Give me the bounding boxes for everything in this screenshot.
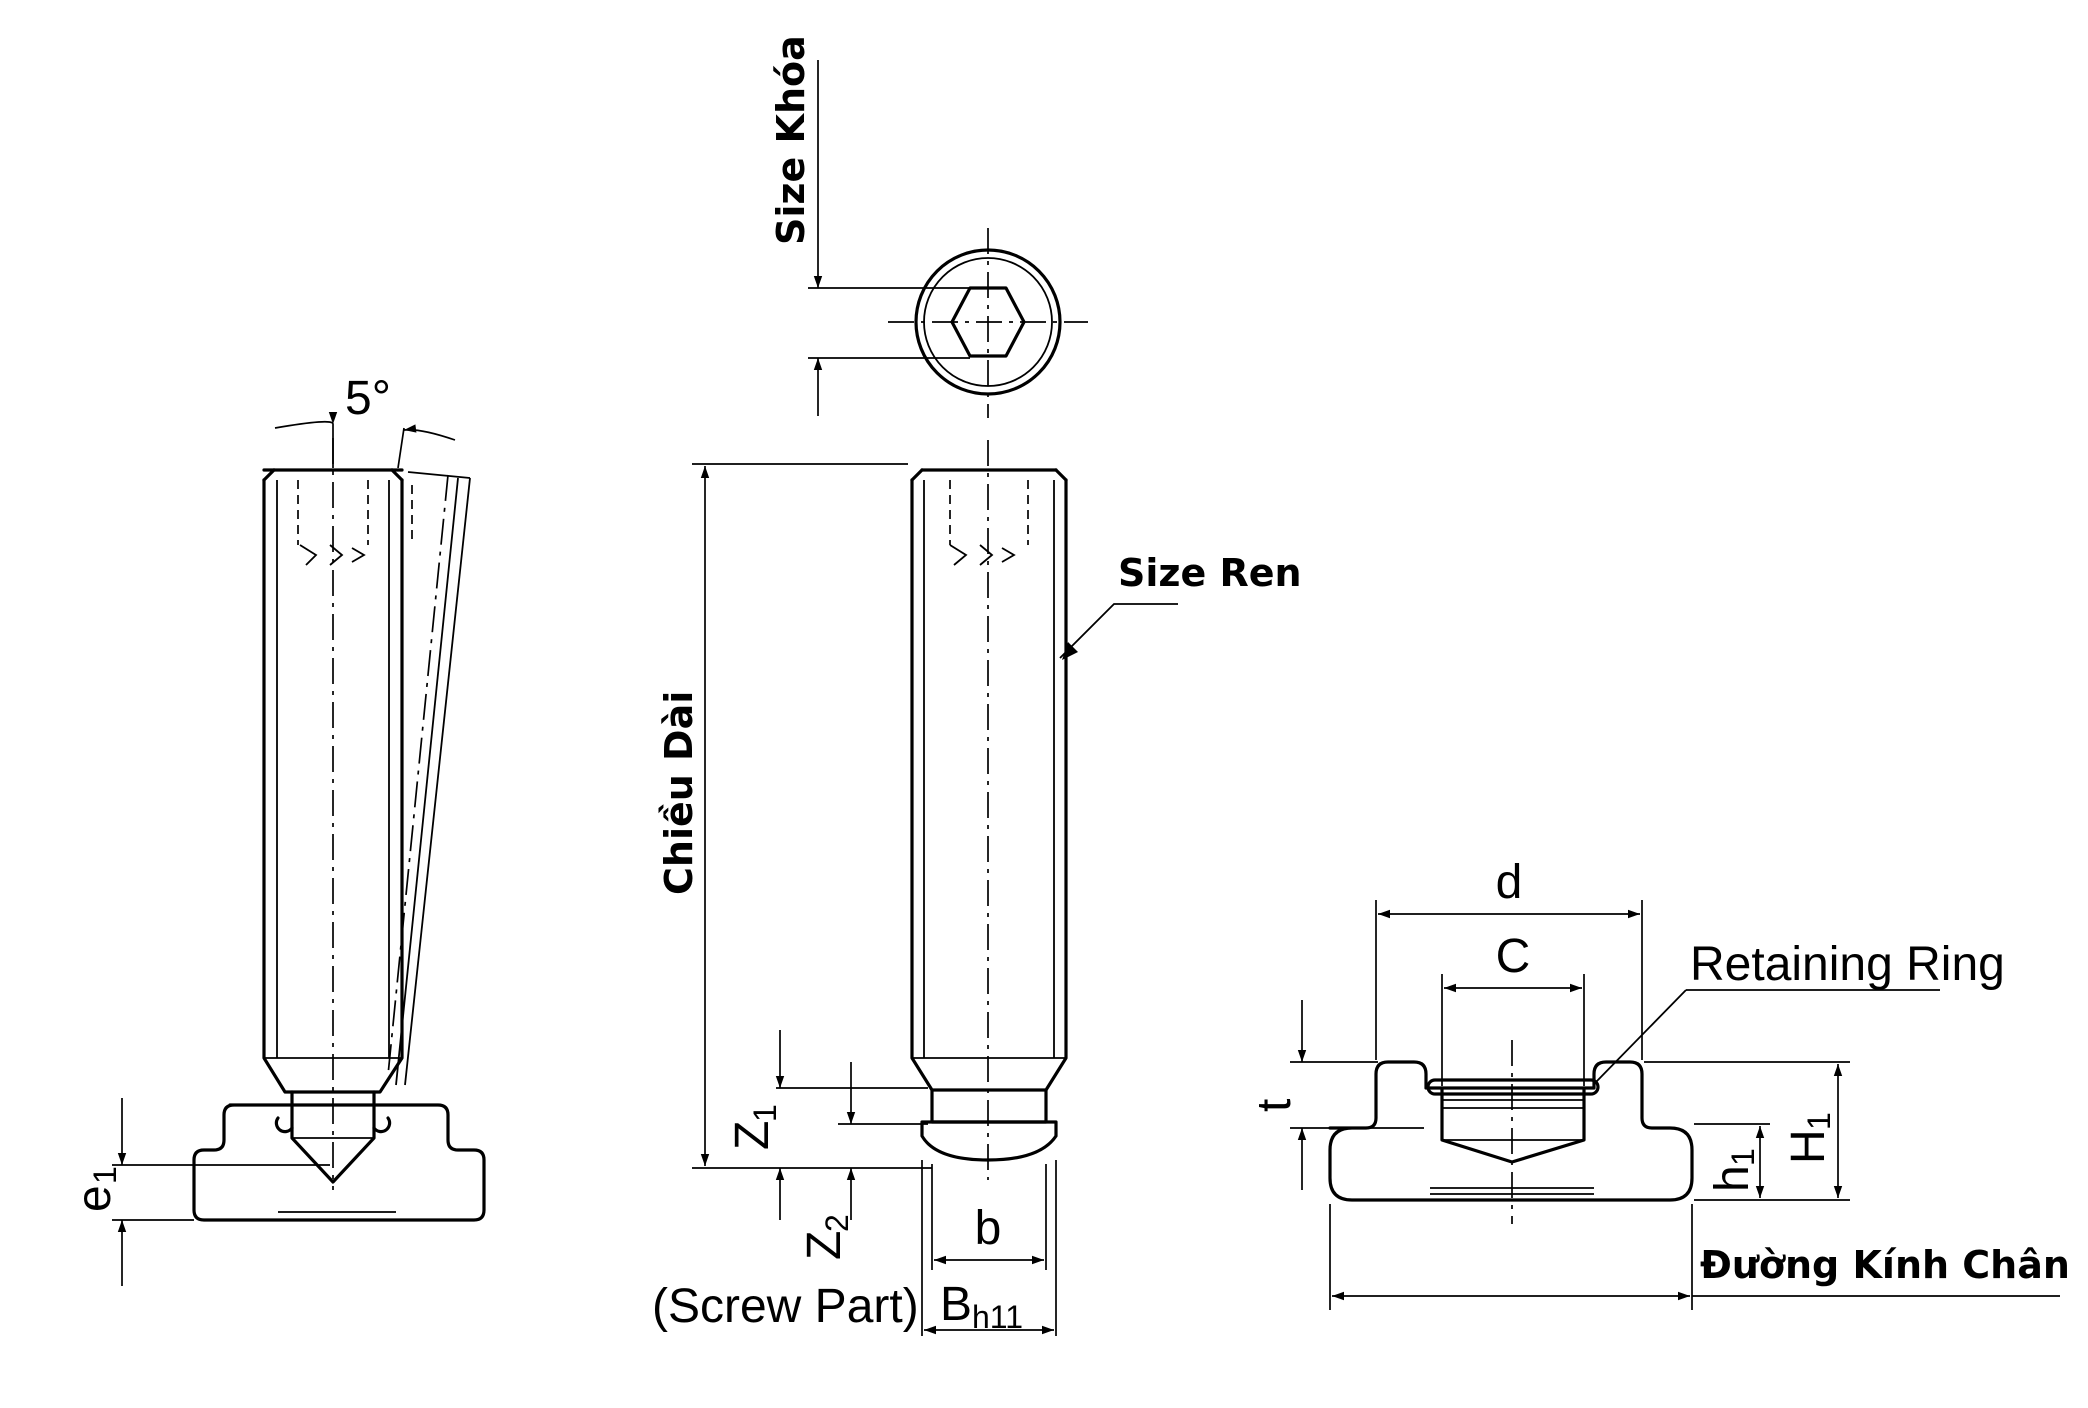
e1-dimension: e 1: [68, 1098, 330, 1286]
z2-subscript: 2: [819, 1214, 855, 1232]
right-view: d C Retaining Ring t h 1 H 1: [1248, 856, 2070, 1310]
z1-subscript: 1: [747, 1104, 783, 1122]
b-label: b: [975, 1202, 1002, 1255]
size-ren-label: Size Ren: [1118, 551, 1302, 595]
pin-body: [262, 468, 404, 1094]
t-label: t: [1248, 1099, 1301, 1112]
e1-subscript: 1: [87, 1166, 123, 1184]
h1-subscript: 1: [1725, 1148, 1761, 1166]
angle-label: 5°: [345, 372, 391, 425]
tilted-pin-outline: [387, 471, 471, 1086]
pin-neck: [274, 1090, 392, 1184]
z1-label: Z: [726, 1121, 779, 1150]
retaining-ring: [1426, 1078, 1600, 1096]
duong-kinh-chan-label: Đường Kính Chân: [1700, 1243, 2070, 1287]
H1-label: H: [1782, 1129, 1835, 1164]
left-view: 5° e 1: [68, 372, 486, 1286]
foot-section: [1328, 1060, 1694, 1202]
left-foot: [192, 1103, 486, 1222]
chieu-dai-label: Chiều Dài: [657, 691, 701, 895]
h1-label: h: [1706, 1165, 1759, 1192]
C-label: C: [1496, 930, 1531, 983]
top-view: Size Khóa: [769, 35, 1088, 418]
B-subscript: h11: [972, 1299, 1023, 1335]
H1-subscript: 1: [1801, 1112, 1837, 1130]
z2-label: Z: [798, 1231, 851, 1260]
side-view: Size Ren Chiều Dài Z 1 Z 2 b B h11: [652, 440, 1302, 1336]
retaining-ring-label: Retaining Ring: [1690, 938, 2005, 991]
screw-part-label: (Screw Part): [652, 1280, 919, 1333]
size-khoa-label: Size Khóa: [769, 35, 813, 245]
B-label: B: [940, 1278, 972, 1331]
angle-dimension: 5°: [274, 372, 456, 469]
e1-label: e: [68, 1185, 121, 1212]
d-label: d: [1496, 856, 1523, 909]
